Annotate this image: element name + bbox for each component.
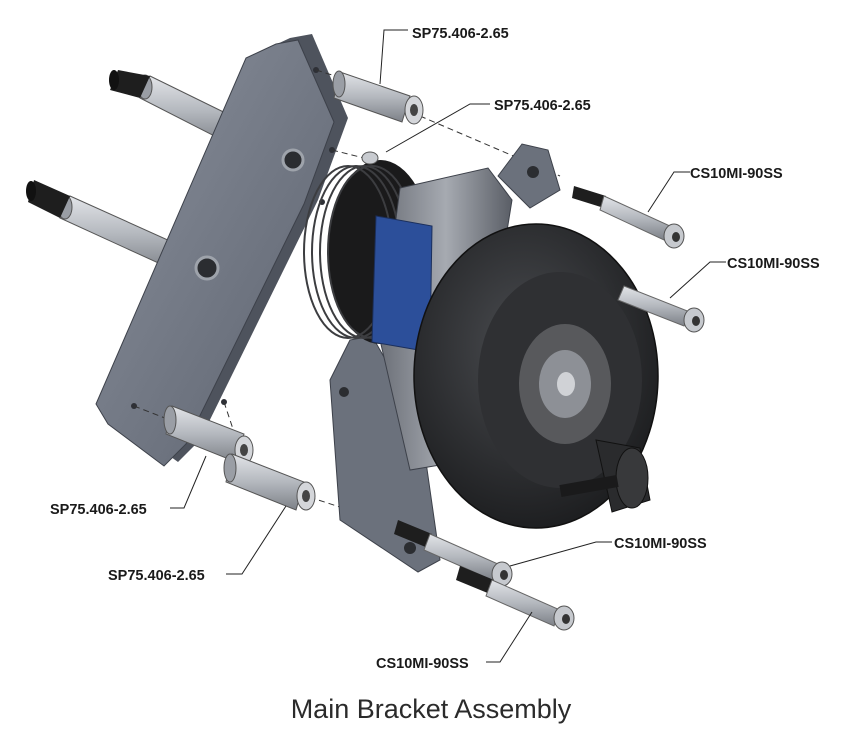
callout-bolt-bottom-1: CS10MI-90SS — [614, 536, 707, 552]
callout-spacer-top-2: SP75.406-2.65 — [494, 98, 591, 114]
cap-screw-upper-right-1 — [572, 186, 685, 249]
cap-screw-lower-2 — [456, 566, 575, 631]
plate-bolt-hole-lower — [194, 255, 220, 281]
exploded-assembly-diagram: SP75.406-2.65 SP75.406-2.65 CS10MI-90SS … — [26, 26, 820, 672]
leader-lines — [170, 29, 726, 663]
supercharger-unit — [303, 143, 659, 573]
callout-spacer-bottom-2: SP75.406-2.65 — [108, 568, 205, 584]
spacer-upper-1 — [332, 70, 424, 125]
plate-bolt-hole-upper — [281, 148, 305, 172]
callout-spacer-bottom-1: SP75.406-2.65 — [50, 502, 147, 518]
callout-bolt-right-2: CS10MI-90SS — [727, 256, 820, 272]
cap-screw-upper-right-2 — [617, 285, 705, 333]
spacer-upper-2 — [361, 151, 379, 165]
callout-bolt-right-1: CS10MI-90SS — [690, 166, 783, 182]
callout-bolt-bottom-2: CS10MI-90SS — [376, 656, 469, 672]
spacer-lower-2 — [223, 453, 316, 511]
figure-caption: Main Bracket Assembly — [290, 694, 572, 724]
callout-spacer-top-1: SP75.406-2.65 — [412, 26, 509, 42]
main-bracket-plate — [95, 34, 348, 467]
